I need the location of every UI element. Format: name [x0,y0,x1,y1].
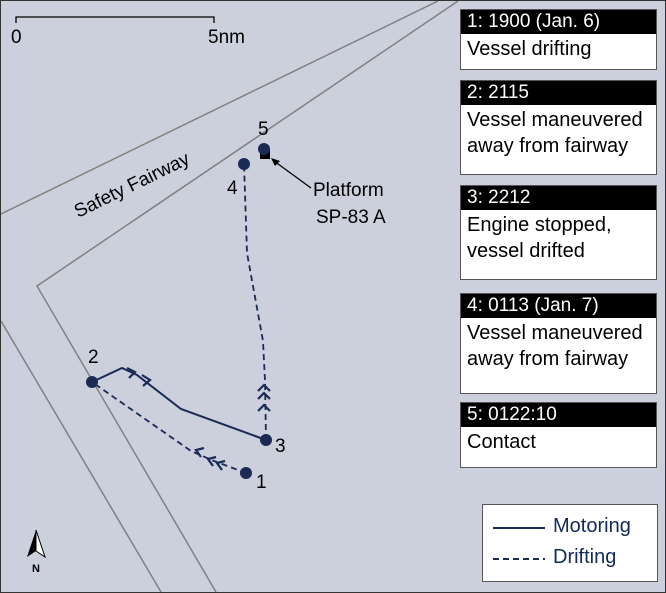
platform-label-line1: Platform [313,180,384,201]
scale-end-label: 5nm [208,27,245,48]
legend-drifting-label: Drifting [553,546,617,568]
chevron-drift-2a [257,403,271,412]
north-label: N [32,563,40,575]
event-box-5: 5: 0122:10 Contact [460,402,657,468]
event-3-description: Engine stopped, vessel drifted [467,214,612,262]
solid-line-icon [493,527,545,529]
event-5-description: Contact [467,431,536,453]
north-arrow-icon: N [27,529,46,575]
chevron-drift-1a [215,459,226,471]
event-2-description: Vessel maneuvered away from fairway [467,109,643,157]
legend-motoring: Motoring [493,515,653,539]
fairway-label: Safety Fairway [71,148,194,222]
platform-label-line2: SP-83 A [316,207,386,228]
scale-bar: 0 5nm [11,16,245,48]
motoring-track-2-3 [91,366,267,441]
platform-pointer [271,158,312,189]
chevron-drift-2b [257,391,271,400]
drift-track-3-4 [243,163,267,441]
chevron-motor-1 [126,367,137,379]
event-box-2: 2: 2115 Vessel maneuvered away from fair… [460,80,657,175]
event-1-description: Vessel drifting [467,38,592,60]
point-3-label: 3 [275,436,286,457]
point-5-label: 5 [258,119,269,140]
fairway-boundary-south [35,1,459,592]
event-box-3: 3: 2212 Engine stopped, vessel drifted [460,185,657,280]
event-box-1: 1: 1900 (Jan. 6) Vessel drifting [460,9,657,70]
event-1-title: 1: 1900 (Jan. 6) [461,10,656,34]
point-1-label: 1 [256,472,267,493]
event-5-title: 5: 0122:10 [461,403,656,427]
legend-motoring-label: Motoring [553,515,631,537]
event-4-title: 4: 0113 (Jan. 7) [461,294,656,318]
event-2-title: 2: 2115 [461,81,656,105]
point-2-marker [86,376,98,388]
dashed-line-icon [493,558,545,560]
scale-start-label: 0 [11,27,22,48]
chevron-drift-2c [257,383,271,392]
event-4-description: Vessel maneuvered away from fairway [467,322,643,370]
drift-track-1-2 [91,381,247,474]
fairway-boundary-north [1,1,439,215]
direction-chevrons [126,367,271,471]
fairway-boundary-west [1,320,162,592]
point-2-label: 2 [88,347,99,368]
point-5-marker [258,143,270,155]
point-4-label: 4 [227,178,238,199]
legend: Motoring Drifting [482,504,658,582]
event-box-4: 4: 0113 (Jan. 7) Vessel maneuvered away … [460,293,657,394]
chevron-drift-1c [194,446,205,458]
point-4-marker [238,158,250,170]
legend-drifting: Drifting [493,546,653,570]
chevron-drift-1b [206,455,217,467]
point-3-marker [260,434,272,446]
event-3-title: 3: 2212 [461,186,656,210]
point-1-marker [240,467,252,479]
chevron-motor-2 [141,374,152,387]
